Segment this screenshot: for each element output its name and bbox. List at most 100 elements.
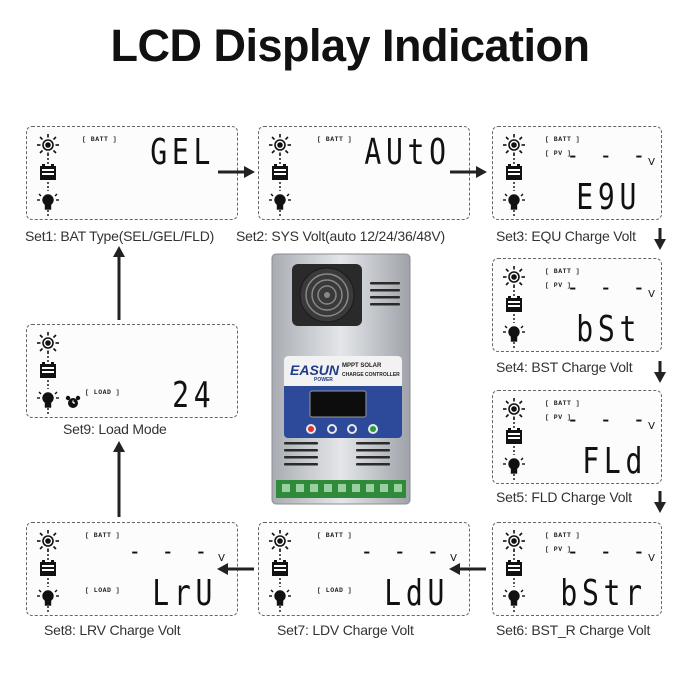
sun-icon [503, 134, 525, 156]
bulb-icon [37, 589, 59, 606]
lcd-set2: [ BATT ] AUtO [258, 126, 470, 220]
lcd-readout: LdU [384, 573, 449, 614]
battery-icon [40, 560, 56, 576]
battery-icon [40, 164, 56, 180]
batt-tag: [ BATT ] [82, 136, 118, 143]
volt-unit: V [648, 289, 655, 300]
lcd-set1: [ BATT ] GEL [26, 126, 238, 220]
lcd-dashes: - - - [128, 537, 211, 565]
bulb-icon [37, 193, 59, 210]
sun-icon [503, 266, 525, 288]
lcd-icons [499, 263, 529, 349]
load-tag: [ LOAD ] [85, 587, 121, 594]
device-product-line2: CHARGE CONTROLLER [342, 372, 400, 378]
caption-set1: Set1: BAT Type(SEL/GEL/FLD) [25, 228, 215, 244]
lcd-readout: AUtO [364, 132, 451, 173]
caption-set2: Set2: SYS Volt(auto 12/24/36/48V) [236, 228, 445, 244]
lcd-set8: [ BATT ] - - - V [ LOAD ] LrU [26, 522, 238, 616]
lcd-dashes: - - - [566, 141, 649, 169]
sun-icon [37, 134, 59, 156]
caption-set7: Set7: LDV Charge Volt [277, 622, 414, 638]
arrow-set9-to-set1 [113, 246, 125, 320]
battery-icon [272, 560, 288, 576]
battery-icon [506, 164, 522, 180]
batt-tag: [ BATT ] [545, 268, 581, 275]
lcd-icons [499, 395, 529, 481]
lcd-readout: FLd [582, 441, 647, 482]
battery-icon [272, 164, 288, 180]
lcd-icons [499, 527, 529, 613]
lcd-dashes: - - - [566, 273, 649, 301]
sun-icon [269, 530, 291, 552]
device-product-line1: MPPT SOLAR [342, 363, 382, 369]
pv-tag: [ PV ] [545, 150, 572, 157]
caption-set3: Set3: EQU Charge Volt [496, 228, 636, 244]
lcd-dashes: - - - [566, 537, 649, 565]
bulb-icon [503, 457, 525, 474]
load-tag: [ LOAD ] [85, 389, 121, 396]
bulb-icon [503, 193, 525, 210]
batt-tag: [ BATT ] [545, 136, 581, 143]
bulb-icon [503, 589, 525, 606]
volt-unit: V [648, 553, 655, 564]
page-title: LCD Display Indication [110, 20, 590, 71]
device-brand-sub: POWER [314, 377, 333, 383]
device-body [271, 253, 411, 505]
arrow-set8-to-set9 [113, 441, 125, 517]
device-brand: EASUN [290, 362, 340, 378]
caption-set5: Set5: FLD Charge Volt [496, 489, 632, 505]
lcd-set7: [ BATT ] - - - V [ LOAD ] LdU [258, 522, 470, 616]
pv-tag: [ PV ] [545, 414, 572, 421]
batt-tag: [ BATT ] [317, 136, 353, 143]
pv-tag: [ PV ] [545, 546, 572, 553]
arrow-set1-to-set2 [218, 166, 255, 178]
arrow-set3-to-set4 [654, 228, 666, 250]
bulb-icon [269, 589, 291, 606]
lcd-icons [33, 131, 63, 217]
arrow-set4-to-set5 [654, 361, 666, 383]
bulb-icon [269, 193, 291, 210]
battery-icon [506, 560, 522, 576]
batt-tag: [ BATT ] [545, 532, 581, 539]
lcd-readout: bStr [560, 573, 647, 614]
sun-icon [503, 398, 525, 420]
lcd-set3: [ BATT ] [ PV ] - - - V E9U [492, 126, 662, 220]
lcd-icons [499, 131, 529, 217]
arrow-set5-to-set6 [654, 491, 666, 513]
battery-icon [40, 362, 56, 378]
lcd-dashes: - - - [360, 537, 443, 565]
lcd-readout: GEL [150, 132, 215, 173]
sun-icon [37, 332, 59, 354]
pv-tag: [ PV ] [545, 282, 572, 289]
volt-unit: V [648, 157, 655, 168]
batt-tag: [ BATT ] [545, 400, 581, 407]
caption-set4: Set4: BST Charge Volt [496, 359, 633, 375]
volt-unit: V [450, 553, 457, 564]
caption-set6: Set6: BST_R Charge Volt [496, 622, 651, 638]
lcd-set6: [ BATT ] [ PV ] - - - V bStr [492, 522, 662, 616]
charge-controller-device: EASUN POWER MPPT SOLAR CHARGE CONTROLLER [270, 252, 412, 506]
lcd-icons [265, 131, 295, 217]
arrow-set7-to-set8 [217, 563, 254, 575]
lcd-readout: E9U [576, 177, 641, 218]
lcd-readout: LrU [152, 573, 217, 614]
lcd-set4: [ BATT ] [ PV ] - - - V bSt [492, 258, 662, 352]
load-tag: [ LOAD ] [317, 587, 353, 594]
battery-icon [506, 428, 522, 444]
lcd-icons [33, 527, 63, 613]
lcd-dashes: - - - [566, 405, 649, 433]
volt-unit: V [648, 421, 655, 432]
lcd-readout: bSt [576, 309, 641, 350]
lcd-set9: [ LOAD ] 24 [26, 324, 238, 418]
lcd-set5: [ BATT ] [ PV ] - - - V FLd [492, 390, 662, 484]
sun-icon [37, 530, 59, 552]
alarm-clock-icon [65, 395, 81, 408]
arrow-set2-to-set3 [450, 166, 487, 178]
batt-tag: [ BATT ] [317, 532, 353, 539]
sun-icon [503, 530, 525, 552]
bulb-icon [37, 391, 59, 408]
lcd-icons [265, 527, 295, 613]
batt-tag: [ BATT ] [85, 532, 121, 539]
lcd-icons [33, 329, 63, 415]
lcd-readout: 24 [171, 375, 215, 416]
